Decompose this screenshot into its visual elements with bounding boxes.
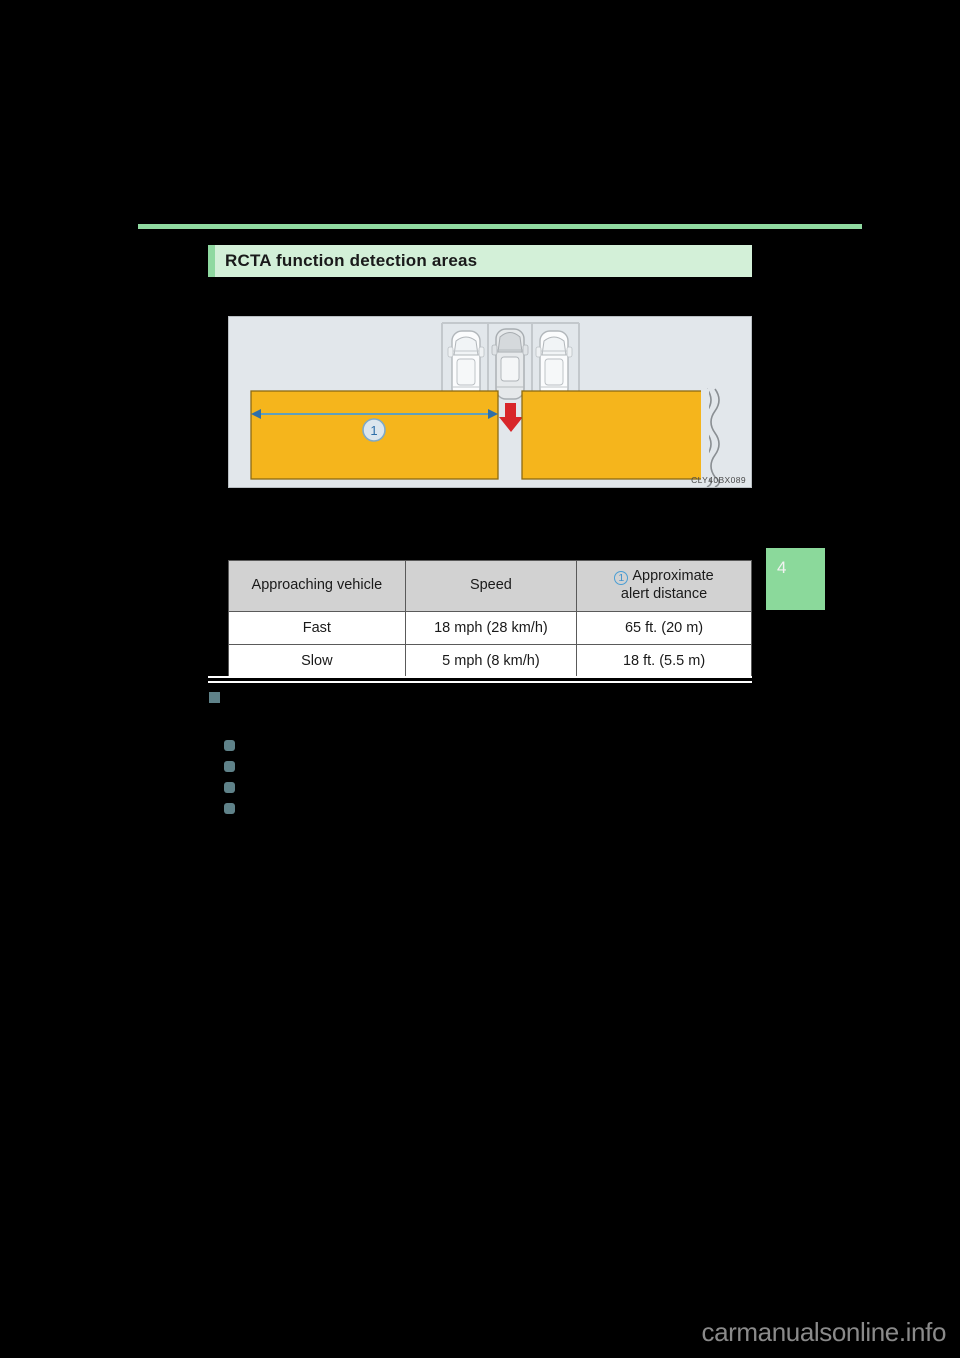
bullet-marker [224,761,235,772]
callout-1-icon: 1 [614,571,629,586]
section-divider [208,676,752,683]
cell-vehicle-slow: Slow [228,644,406,678]
table-row: Fast 18 mph (28 km/h) 65 ft. (20 m) [228,611,752,645]
cell-distance-fast: 65 ft. (20 m) [576,611,752,645]
cell-speed-fast: 18 mph (28 km/h) [404,611,578,645]
chapter-number: 4 [777,558,787,577]
bullet-marker [224,740,235,751]
site-watermark: carmanualsonline.info [701,1317,946,1347]
detection-area-right [521,390,706,480]
column-header-alert-distance-line2: alert distance [620,586,708,602]
section-top-rule [138,224,862,229]
parked-car-left [447,330,485,400]
cell-distance-slow: 18 ft. (5.5 m) [576,644,752,678]
bullet-marker [224,782,235,793]
parked-car-right [535,330,573,400]
svg-text:1: 1 [370,423,377,438]
column-header-approaching-vehicle: Approaching vehicle [228,560,406,612]
column-header-alert-distance-line1: Approximate [632,568,714,585]
cell-vehicle-fast: Fast [228,611,406,645]
table-row: Slow 5 mph (8 km/h) 18 ft. (5.5 m) [228,644,752,678]
notes-heading-marker [209,692,220,703]
section-heading: RCTA function detection areas [208,245,752,277]
page-title: RCTA function detection areas [225,251,478,270]
alert-distance-dimension [251,409,498,419]
cell-speed-slow: 5 mph (8 km/h) [404,644,578,678]
chapter-tab: 4 [766,548,825,610]
subject-vehicle [491,328,529,400]
callout-1: 1 [362,418,386,442]
heading-accent-bar [208,245,215,277]
bullet-marker [224,803,235,814]
rcta-detection-area-diagram: 1 CLY40BX089 [228,316,752,488]
figure-code: CLY40BX089 [691,475,746,485]
column-header-speed: Speed [404,560,578,612]
reverse-direction-arrow [499,403,523,432]
diagram-svg: 1 [250,322,720,487]
